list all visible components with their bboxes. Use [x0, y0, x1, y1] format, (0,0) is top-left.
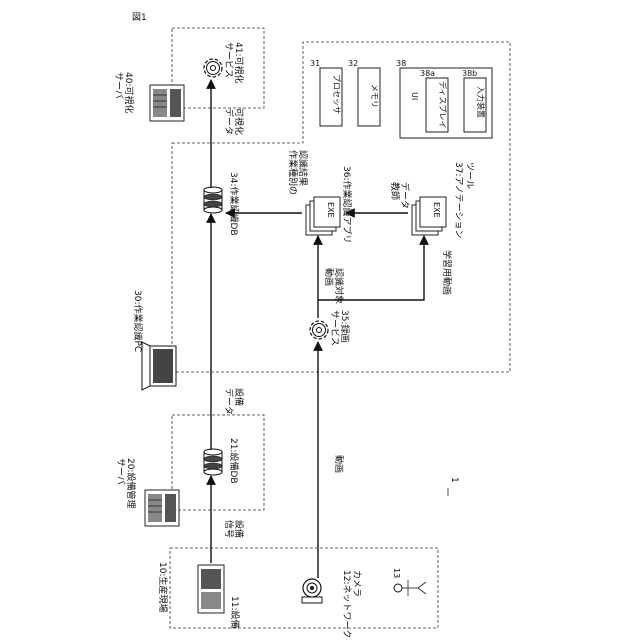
edge-recognition-result: 作業種別の 認識結果	[287, 150, 309, 198]
target-video-line2: 動画	[323, 268, 334, 286]
eq-signal-line2: 信号	[223, 520, 235, 538]
annotation-tool-icon: EXE	[412, 197, 446, 235]
memory-number: 32	[348, 59, 358, 68]
vis-server-line1: 40:可視化	[123, 72, 135, 114]
teacher-line2: データ	[399, 182, 411, 209]
recording-line2: サービス	[329, 310, 340, 346]
input-number: 38b	[462, 69, 477, 78]
visualization-service-label: 41:可視化 サービス	[223, 42, 245, 86]
network-camera-icon	[302, 579, 322, 603]
eq-data-line1: 設備	[233, 388, 245, 406]
visualization-service-gear-icon	[204, 59, 222, 77]
eq-signal-line1: 設備	[233, 520, 245, 538]
edge-teacher-data: 教師 データ	[389, 182, 411, 209]
system-label: 1	[449, 477, 459, 483]
edge-video: 動画	[333, 455, 344, 473]
work-db-icon	[204, 187, 222, 213]
equipment-mgmt-server-label: 20:設備管理 サーバ	[115, 458, 137, 511]
equipment-label: 11:設備	[229, 596, 241, 629]
annotation-line2: ツール	[464, 162, 474, 189]
vis-server-line2: サーバ	[113, 72, 124, 99]
equipment-mgmt-server-icon	[145, 490, 179, 526]
equipment-icon	[198, 565, 224, 613]
display-number: 38a	[420, 69, 435, 78]
exe1-label: EXE	[326, 202, 335, 218]
edge-equipment-data: 設備 データ	[223, 388, 245, 415]
input-device-label: 入力装置	[476, 86, 486, 118]
worker-label: 13	[392, 568, 401, 578]
work-db-label: 34:作業認識DB	[228, 172, 240, 236]
processor-number: 31	[310, 59, 320, 68]
production-site-label: 10:生産現場	[157, 562, 169, 613]
annotation-tool-label: 37:アノテーション ツール	[453, 162, 474, 241]
edge-equipment-signal: 設備 信号	[223, 520, 245, 541]
recording-line1: 35:録画	[339, 310, 351, 343]
eq-data-line2: データ	[223, 388, 235, 415]
recording-service-label: 35:録画 サービス	[329, 310, 351, 346]
mgmt-line1: 20:設備管理	[125, 458, 137, 509]
pc-label: 30:作業認識PC	[132, 290, 144, 352]
ui-number: 38	[396, 59, 406, 68]
vis-data-line2: データ	[223, 108, 235, 135]
worker-icon	[394, 580, 426, 596]
target-video-line1: 認識対象	[333, 268, 345, 304]
annotation-line1: 37:アノテーション	[453, 162, 464, 239]
figure-label: 図1	[132, 12, 147, 23]
memory-label: メモリ	[370, 84, 379, 108]
visualization-server	[150, 85, 184, 121]
equipment-db-label: 21:設備DB	[228, 438, 240, 484]
result-line2: 認識結果	[297, 150, 309, 186]
exe2-label: EXE	[432, 202, 441, 218]
vis-service-line2: サービス	[223, 42, 234, 78]
work-recognition-pc-icon	[142, 342, 176, 390]
visualization-server-label: 40:可視化 サーバ	[113, 72, 135, 116]
mgmt-line2: サーバ	[115, 458, 126, 485]
camera-line2: カメラ	[351, 570, 362, 597]
display-label: ディスプレイ	[438, 81, 448, 128]
network-camera-label: 12:ネットワーク カメラ	[341, 570, 362, 640]
edge-learning-video: 学習用動画	[441, 250, 453, 295]
edge-vis-data: 可視化 データ	[223, 108, 245, 138]
recognition-app-label: 36:作業認識アプリ	[341, 166, 353, 244]
processor-label: プロセッサ	[332, 74, 341, 114]
edge-target-video: 認識対象 動画	[323, 268, 345, 307]
recognition-app-icon: EXE	[306, 197, 340, 235]
recording-service-gear-icon	[310, 321, 328, 339]
camera-line1: 12:ネットワーク	[341, 570, 352, 639]
vis-service-line1: 41:可視化	[233, 42, 245, 84]
ui-label: UI	[410, 92, 419, 100]
vis-data-line1: 可視化	[233, 108, 245, 135]
equipment-db-icon	[204, 449, 222, 475]
